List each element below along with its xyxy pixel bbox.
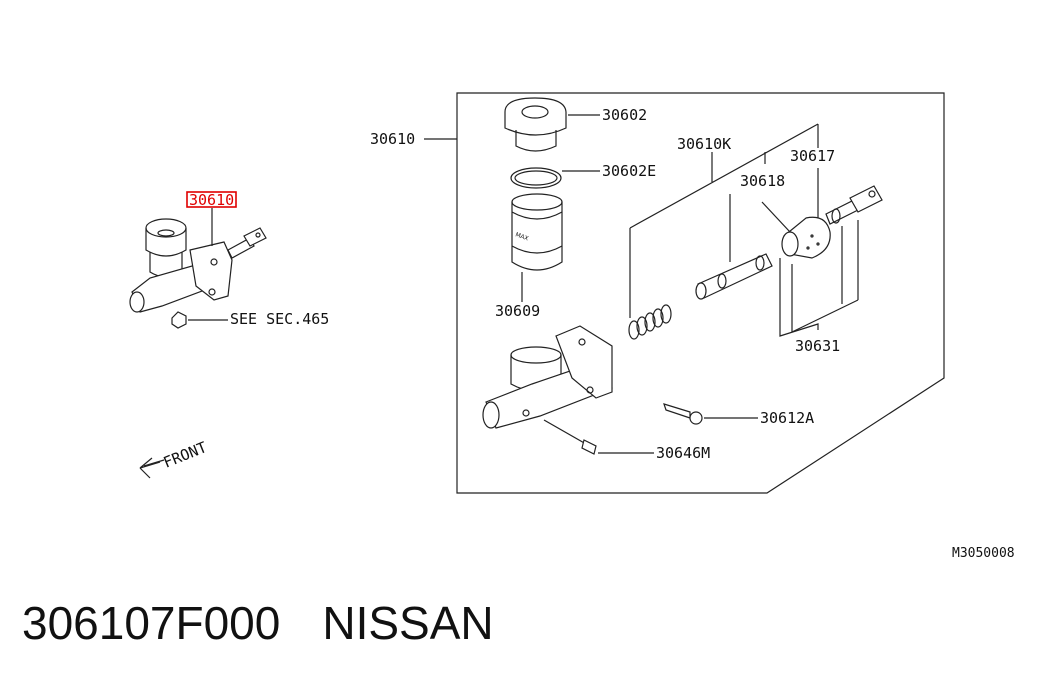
push-rod xyxy=(825,185,883,225)
reservoir-gasket xyxy=(510,167,562,189)
kit-bracket xyxy=(629,123,819,318)
reservoir-tank: MAX xyxy=(511,193,563,271)
callout-bleeder[interactable]: 30646M xyxy=(656,444,710,462)
callout-bolt[interactable]: 30612A xyxy=(760,409,814,427)
dust-boot xyxy=(781,216,831,259)
front-arrow xyxy=(139,457,165,479)
brand-name: NISSAN xyxy=(322,597,494,649)
callout-seal-kit[interactable]: 30631 xyxy=(795,337,840,355)
callout-gasket[interactable]: 30602E xyxy=(602,162,656,180)
callout-piston[interactable]: 30618 xyxy=(740,172,785,190)
master-cylinder-body xyxy=(482,325,613,429)
callout-cap[interactable]: 30602 xyxy=(602,106,647,124)
svg-text:MAX: MAX xyxy=(514,231,529,242)
mounting-bolt xyxy=(663,403,703,425)
return-spring xyxy=(628,304,672,340)
exploded-view-frame xyxy=(456,92,945,494)
master-cylinder-assembly-small xyxy=(129,208,267,329)
callout-see-sec[interactable]: SEE SEC.465 xyxy=(230,310,329,328)
callout-reservoir[interactable]: 30609 xyxy=(495,302,540,320)
piston xyxy=(695,253,773,300)
front-label: FRONT xyxy=(161,438,210,472)
highlight-box xyxy=(186,191,237,208)
callout-kit[interactable]: 30610K xyxy=(677,135,731,153)
part-number: 306107F000 xyxy=(22,597,281,649)
callout-assembly-small[interactable]: 30610 xyxy=(189,191,234,209)
bleeder-screw xyxy=(543,419,597,455)
reference-code: M3050008 xyxy=(952,546,1015,561)
part-footer: 306107F000 NISSAN xyxy=(22,596,494,650)
seal-kit-bracket xyxy=(779,220,859,337)
callout-boot[interactable]: 30617 xyxy=(790,147,835,165)
callout-assembly-main[interactable]: 30610 xyxy=(370,130,415,148)
reservoir-cap xyxy=(504,97,567,152)
